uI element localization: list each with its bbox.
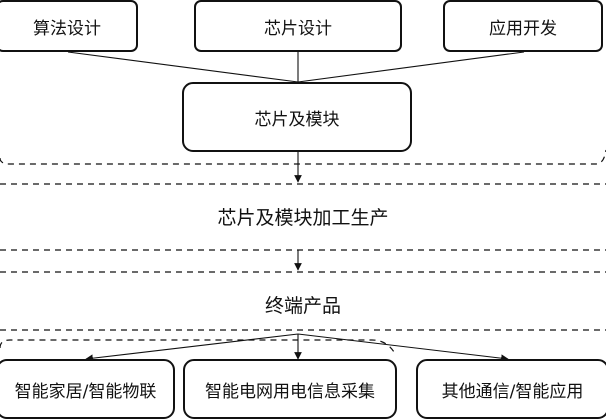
algorithm-design-label: 算法设计 [33, 18, 101, 39]
connector-algorithm-to-chip-module [67, 51, 299, 83]
application-development-label: 应用开发 [489, 18, 557, 39]
design-phase-region-outline [0, 149, 606, 165]
application-region-outline [0, 339, 395, 353]
smart-grid-metering-box: 智能电网用电信息采集 [183, 359, 397, 419]
smart-home-iot-label: 智能家居/智能物联 [14, 381, 157, 402]
algorithm-design-box: 算法设计 [0, 0, 138, 52]
terminal-products-stage-label: 终端产品 [264, 295, 341, 317]
chip-and-module-label: 芯片及模块 [254, 109, 340, 130]
connector-appdev-to-chip-module [297, 51, 525, 83]
chip-design-box: 芯片设计 [194, 0, 402, 52]
smart-grid-metering-label: 智能电网用电信息采集 [205, 381, 375, 402]
smart-home-iot-box: 智能家居/智能物联 [0, 359, 175, 419]
arrow-to-smart-home [85, 333, 299, 363]
manufacturing-stage-label: 芯片及模块加工生产 [217, 207, 389, 229]
application-development-box: 应用开发 [443, 0, 603, 52]
chip-design-label: 芯片设计 [264, 18, 332, 39]
other-communication-label: 其他通信/智能应用 [441, 381, 584, 402]
chip-and-module-box: 芯片及模块 [182, 82, 412, 152]
arrow-to-other-comm [297, 333, 509, 363]
other-communication-box: 其他通信/智能应用 [416, 359, 606, 419]
